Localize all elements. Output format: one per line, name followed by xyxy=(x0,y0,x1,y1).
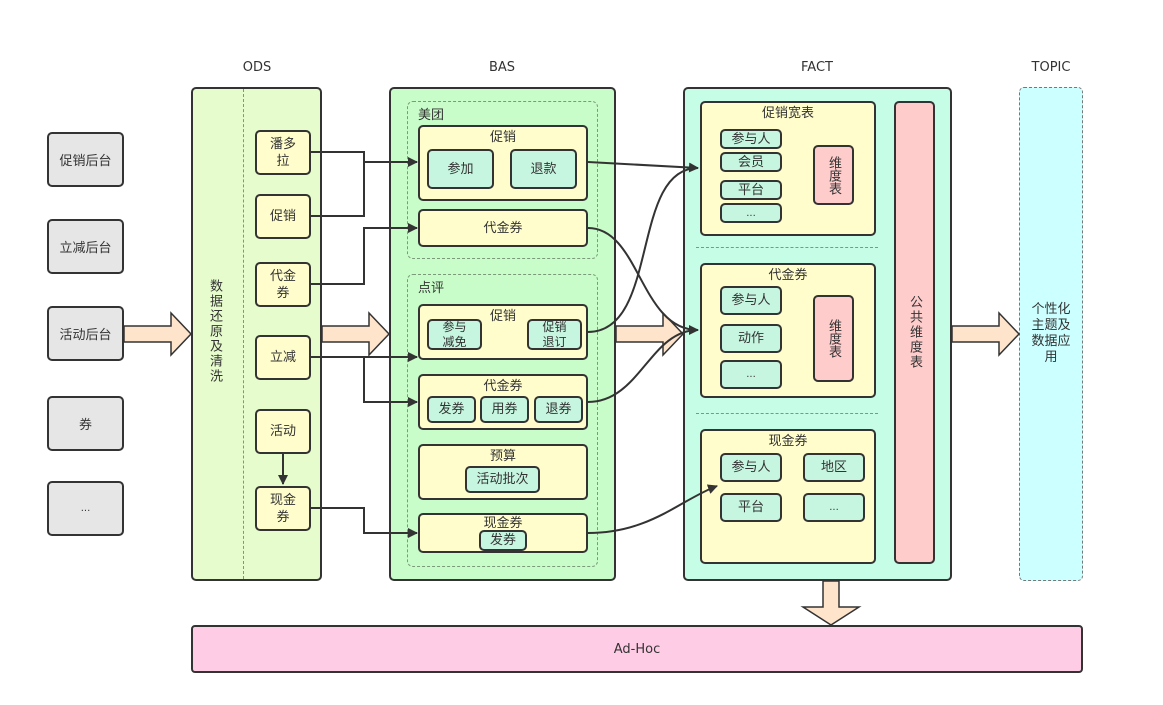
bas-group-dianping-label: 点评 xyxy=(418,281,445,296)
bas-dianping-promo-title: 促销 xyxy=(489,309,516,324)
source-promo-backend[interactable]: 促销后台 xyxy=(47,132,124,187)
fact-voucher-dim-table[interactable]: 维度表 xyxy=(813,295,854,382)
fact-voucher-title: 代金券 xyxy=(768,268,808,283)
fact-promo-participant[interactable]: 参与人 xyxy=(720,129,782,149)
ods-item-discount[interactable]: 立减 xyxy=(255,335,311,380)
fact-promo-wide-title: 促销宽表 xyxy=(761,106,814,121)
bas-group-meituan-label: 美团 xyxy=(418,108,445,123)
block-arrow-fact-to-topic xyxy=(951,311,1021,357)
source-activity-backend[interactable]: 活动后台 xyxy=(47,306,124,361)
bas-dianping-budget-title: 预算 xyxy=(489,449,516,464)
bas-meituan-promo-title: 促销 xyxy=(489,130,516,145)
source-discount-backend[interactable]: 立减后台 xyxy=(47,219,124,274)
fact-promo-dim-table[interactable]: 维度表 xyxy=(813,145,854,205)
bas-dianping-activity-batch[interactable]: 活动批次 xyxy=(465,466,540,493)
fact-cash-participant[interactable]: 参与人 xyxy=(720,453,782,482)
fact-divider-1 xyxy=(696,247,878,248)
bas-meituan-voucher[interactable]: 代金券 xyxy=(418,209,588,247)
fact-cash-platform[interactable]: 平台 xyxy=(720,493,782,522)
topic-layer[interactable]: 个性化主题及数据应用 xyxy=(1019,87,1083,581)
ods-item-pandora[interactable]: 潘多拉 xyxy=(255,130,311,175)
bas-dianping-promo-cancel[interactable]: 促销退订 xyxy=(527,319,582,350)
bas-dianping-issue-coupon[interactable]: 发券 xyxy=(427,396,476,423)
bas-meituan-refund[interactable]: 退款 xyxy=(510,149,577,189)
fact-promo-member[interactable]: 会员 xyxy=(720,152,782,172)
bas-dianping-cash-issue[interactable]: 发券 xyxy=(479,530,527,551)
ods-item-activity[interactable]: 活动 xyxy=(255,409,311,454)
fact-voucher-action[interactable]: 动作 xyxy=(720,324,782,353)
fact-common-dim-table[interactable]: 公共维度表 xyxy=(894,101,935,564)
fact-voucher-participant[interactable]: 参与人 xyxy=(720,286,782,315)
layer-title-ods: ODS xyxy=(242,60,272,75)
bas-dianping-return-coupon[interactable]: 退券 xyxy=(534,396,583,423)
topic-label: 个性化主题及数据应用 xyxy=(1031,302,1071,365)
ods-item-cash-coupon[interactable]: 现金券 xyxy=(255,486,311,531)
ods-divider xyxy=(243,89,244,579)
bas-group-dianping[interactable]: 点评 xyxy=(407,274,598,567)
block-arrow-sources-to-ods xyxy=(123,311,193,357)
adhoc-bar[interactable]: Ad-Hoc xyxy=(191,625,1083,673)
fact-divider-2 xyxy=(696,413,878,414)
source-coupon[interactable]: 券 xyxy=(47,396,124,451)
ods-item-voucher[interactable]: 代金券 xyxy=(255,262,311,307)
layer-title-topic: TOPIC xyxy=(1031,60,1071,75)
bas-dianping-voucher-title: 代金券 xyxy=(483,379,523,394)
ods-item-promo[interactable]: 促销 xyxy=(255,194,311,239)
block-arrow-bas-to-fact xyxy=(615,311,685,357)
bas-meituan-join[interactable]: 参加 xyxy=(427,149,494,189)
fact-promo-platform[interactable]: 平台 xyxy=(720,180,782,200)
ods-process-label: 数据还原及清洗 xyxy=(207,279,222,384)
block-arrow-fact-to-adhoc xyxy=(800,580,862,626)
bas-dianping-join-discount[interactable]: 参与减免 xyxy=(427,319,482,350)
fact-cash-region[interactable]: 地区 xyxy=(803,453,865,482)
layer-title-fact: FACT xyxy=(801,60,833,75)
block-arrow-ods-to-bas xyxy=(321,311,391,357)
fact-promo-more[interactable]: ... xyxy=(720,203,782,223)
source-more[interactable]: ... xyxy=(47,481,124,536)
bas-dianping-cash-title: 现金券 xyxy=(483,516,523,531)
bas-dianping-use-coupon[interactable]: 用券 xyxy=(480,396,529,423)
fact-voucher-more[interactable]: ... xyxy=(720,360,782,389)
layer-title-bas: BAS xyxy=(488,60,516,75)
adhoc-label: Ad-Hoc xyxy=(613,641,661,657)
fact-cash-title: 现金券 xyxy=(768,434,808,449)
fact-common-dim-label: 公共维度表 xyxy=(907,295,922,370)
fact-cash-more[interactable]: ... xyxy=(803,493,865,522)
